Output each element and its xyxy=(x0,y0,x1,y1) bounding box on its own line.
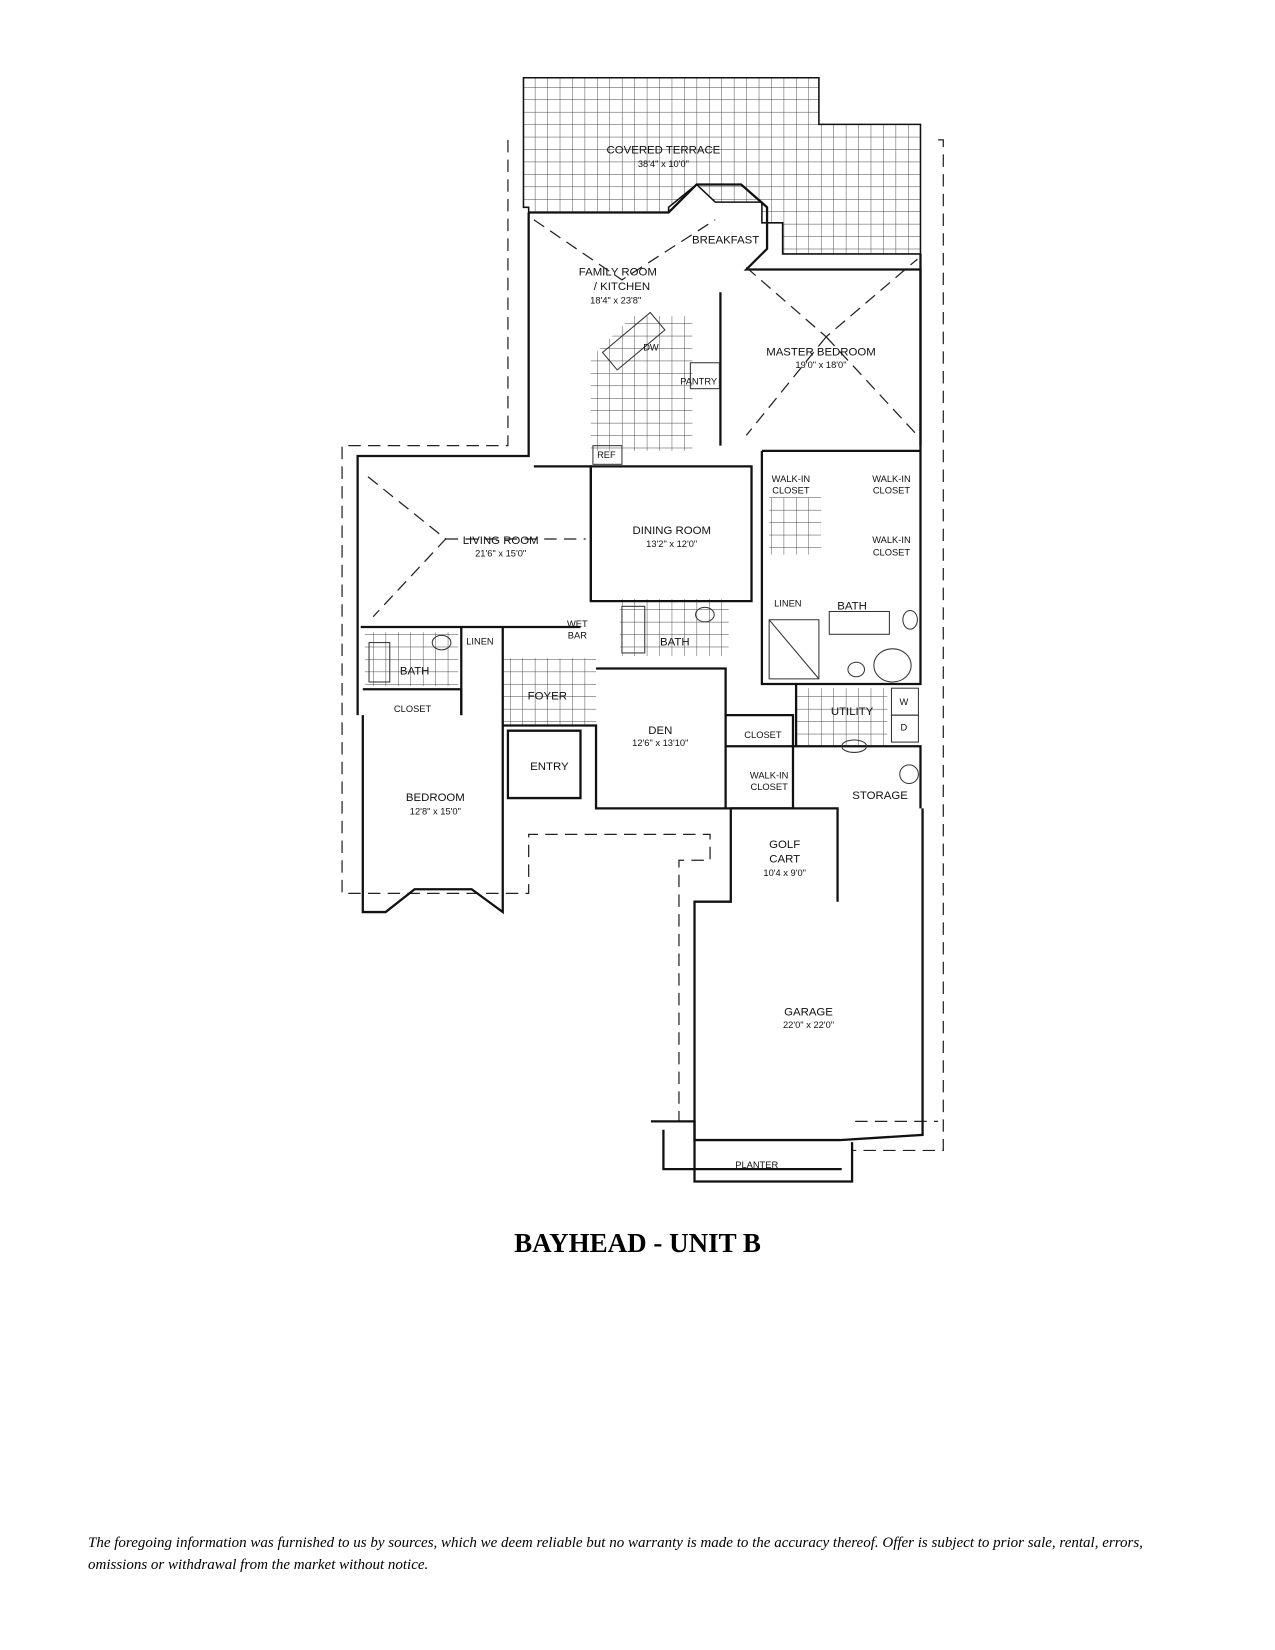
label-bar: BAR xyxy=(568,630,587,640)
label-linen: LINEN xyxy=(774,598,801,608)
room-dim-dining-room: 13'2" x 12'0" xyxy=(646,539,697,549)
room-label-storage: STORAGE xyxy=(852,790,908,802)
tile-floor xyxy=(364,76,922,746)
room-dim-living-room: 21'6" x 15'0" xyxy=(475,549,526,559)
label-linen: LINEN xyxy=(466,637,493,647)
room-label-foyer: FOYER xyxy=(528,691,567,703)
room-dim-family-room: 18'4" x 23'8" xyxy=(590,296,641,306)
disclaimer: The foregoing information was furnished … xyxy=(88,1535,1143,1573)
room-label-breakfast: BREAKFAST xyxy=(692,235,759,247)
property-outline xyxy=(341,139,944,1152)
label-closet: CLOSET xyxy=(744,730,782,740)
room-dim-covered-terrace: 38'4" x 10'0" xyxy=(638,159,689,169)
label-walk-in: WALK-IN xyxy=(872,535,910,545)
room-dim-bedroom: 12'8" x 15'0" xyxy=(410,807,461,817)
label-walk-in: WALK-IN xyxy=(750,770,788,780)
label-closet: CLOSET xyxy=(873,485,911,495)
label-walk-in: WALK-IN xyxy=(772,474,810,484)
label-planter: PLANTER xyxy=(735,1160,778,1170)
fixtures xyxy=(368,311,919,785)
walls xyxy=(356,183,924,1183)
ceiling-lines xyxy=(367,219,918,618)
label-dryer: D xyxy=(901,723,908,733)
room-label-entry: ENTRY xyxy=(530,761,569,773)
room-label-left-bath: BATH xyxy=(400,666,430,678)
room-dim-golf-cart: 10'4 x 9'0" xyxy=(763,868,806,878)
room-label-garage: GARAGE xyxy=(784,1007,833,1019)
room-label-family-room: FAMILY ROOM xyxy=(579,267,657,279)
room-label-master-bath: BATH xyxy=(837,600,867,612)
room-label-master-bedroom: MASTER BEDROOM xyxy=(766,346,876,358)
room-label-den: DEN xyxy=(648,725,672,737)
room-label-dining-room: DINING ROOM xyxy=(632,525,710,537)
room-dim-den: 12'6" x 13'10" xyxy=(632,738,688,748)
room-dim-master-bedroom: 19'0" x 18'0" xyxy=(795,360,846,370)
label-dishwasher: DW xyxy=(643,342,659,352)
label-closet: CLOSET xyxy=(772,485,810,495)
label-washer: W xyxy=(900,697,909,707)
room-label-bedroom: BEDROOM xyxy=(406,792,465,804)
room-label-center-bath: BATH xyxy=(660,637,690,649)
label-closet: CLOSET xyxy=(394,704,432,714)
room-label-utility: UTILITY xyxy=(831,706,874,718)
room-label-kitchen: / KITCHEN xyxy=(594,281,650,293)
label-closet: CLOSET xyxy=(751,782,789,792)
label-closet: CLOSET xyxy=(873,548,911,558)
room-dim-garage: 22'0" x 22'0" xyxy=(783,1020,834,1030)
room-label-golf-cart: GOLF xyxy=(769,839,800,851)
label-walk-in: WALK-IN xyxy=(872,474,910,484)
room-label-cart: CART xyxy=(769,853,800,865)
label-refrigerator: REF xyxy=(597,450,616,460)
label-pantry: PANTRY xyxy=(680,377,717,387)
room-label-living-room: LIVING ROOM xyxy=(463,535,539,547)
page-title: BAYHEAD - UNIT B xyxy=(514,1228,761,1258)
label-wet: WET xyxy=(567,619,588,629)
room-label-covered-terrace: COVERED TERRACE xyxy=(607,144,721,156)
